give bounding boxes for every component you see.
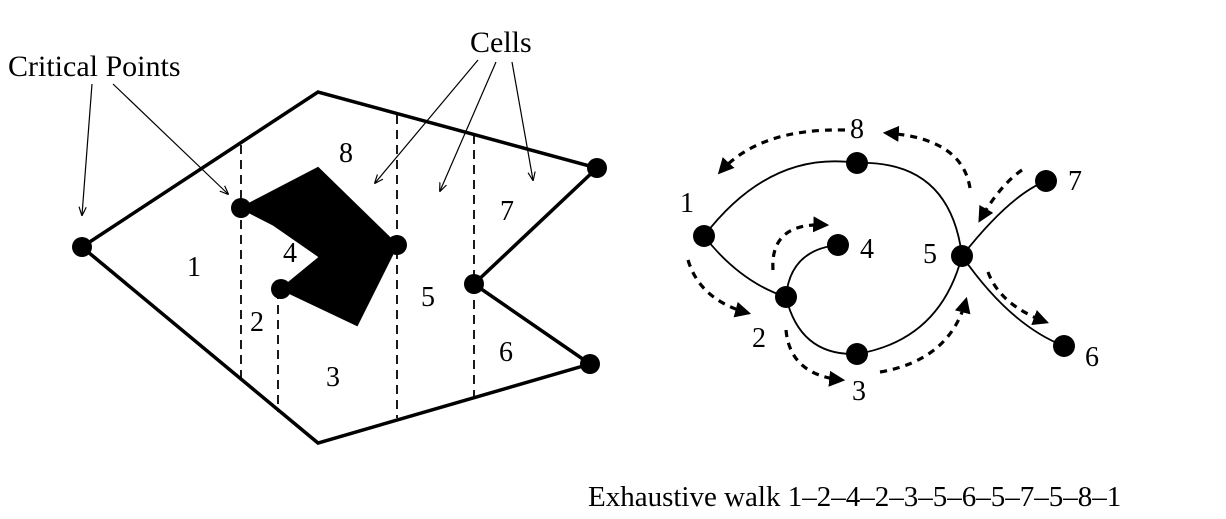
cell-label: 7	[500, 196, 514, 227]
walk-caption: Exhaustive walk 1–2–4–2–3–5–6–5–7–5–8–1	[588, 481, 1121, 513]
graph-node-label: 8	[850, 114, 864, 145]
critical-point	[72, 237, 92, 257]
environment-panel: Critical Points Cells 1 2 3 4 5 6 7 8	[8, 26, 607, 445]
graph-edge-2-3	[785, 296, 858, 355]
graph-edge-5-7	[961, 180, 1047, 257]
walk-arrow-3-5	[879, 296, 971, 374]
cell-label: 6	[499, 337, 513, 368]
critical-point	[271, 279, 291, 299]
graph-node-6	[1053, 335, 1075, 357]
graph-node-5	[951, 245, 973, 267]
graph-edge-3-5	[856, 255, 963, 355]
critical-points-label: Critical Points	[8, 50, 181, 83]
cell-label: 1	[187, 252, 201, 283]
graph-edge-1-8	[703, 160, 858, 237]
cell-label: 2	[250, 307, 264, 338]
walk-arrow-1-2	[686, 259, 752, 318]
cell-label: 8	[339, 138, 353, 169]
graph-node-1	[693, 225, 715, 247]
graph-edge-8-5	[856, 162, 963, 257]
walk-arrow-8-1	[717, 128, 846, 175]
critical-point	[580, 354, 600, 374]
graph-edge-2-4	[785, 244, 839, 298]
graph-node-3	[846, 343, 868, 365]
critical-points-arrow	[112, 83, 228, 194]
graph-edge-5-6	[961, 255, 1065, 347]
graph-node-4	[827, 234, 849, 256]
critical-points-arrow	[82, 83, 93, 215]
walk-arrow-2-3	[784, 329, 846, 387]
graph-node-label: 4	[860, 234, 874, 265]
critical-point	[464, 274, 484, 294]
cells-arrow	[511, 61, 533, 180]
cell-label: 3	[326, 362, 340, 393]
cell-label: 5	[421, 282, 435, 313]
cells-label: Cells	[470, 26, 532, 59]
cell-label: 4	[283, 238, 297, 269]
critical-point	[387, 235, 407, 255]
walk-arrow-5-8	[882, 125, 972, 189]
graph-node-label: 5	[923, 239, 937, 270]
critical-point	[231, 198, 251, 218]
graph-node-label: 6	[1085, 342, 1099, 373]
graph-node-label: 7	[1068, 166, 1082, 197]
walk-arrow-7-5	[978, 168, 1023, 223]
graph-node-label: 3	[852, 376, 866, 407]
graph-node-7	[1035, 170, 1057, 192]
critical-point	[587, 158, 607, 178]
adjacency-graph-panel: 1 2 3 4 5 6 7 8 Exhaustive walk 1–2–4–2–…	[588, 114, 1121, 513]
obstacle	[238, 166, 399, 327]
walk-arrow-2-4	[771, 216, 830, 271]
cells-arrow	[440, 61, 497, 191]
graph-node-label: 2	[752, 323, 766, 354]
graph-node-2	[775, 286, 797, 308]
cells-arrow	[375, 59, 479, 183]
graph-node-label: 1	[680, 188, 694, 219]
graph-node-8	[846, 152, 868, 174]
walk-arrow-5-6	[986, 271, 1050, 326]
